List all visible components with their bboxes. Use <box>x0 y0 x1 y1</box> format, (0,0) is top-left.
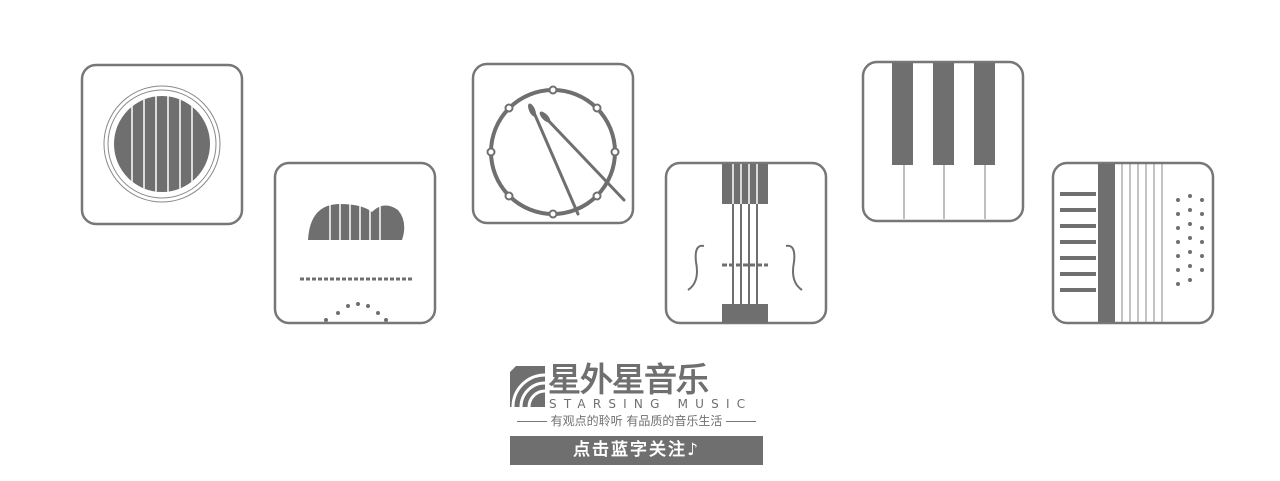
banjo-icon <box>300 200 412 322</box>
divider <box>516 421 547 422</box>
slogan-text: 有观点的聆听 有品质的音乐生活 <box>550 414 723 428</box>
guitar-icon <box>103 85 221 203</box>
slogan: 有观点的聆听 有品质的音乐生活 <box>510 413 763 429</box>
music-note-icon: ♪ <box>687 440 700 460</box>
brand-name: 星外星音乐 <box>548 360 709 399</box>
starsing-logo-icon <box>510 366 546 408</box>
follow-label: 点击蓝字关注 <box>573 440 688 460</box>
accordion-icon <box>1060 164 1204 322</box>
drum-icon <box>486 85 626 219</box>
brand-name-english: STARSING MUSIC <box>549 397 753 411</box>
divider <box>726 421 757 422</box>
follow-button[interactable]: 点击蓝字关注♪ <box>510 436 763 465</box>
violin-icon <box>687 164 803 323</box>
piano-icon <box>892 63 995 219</box>
